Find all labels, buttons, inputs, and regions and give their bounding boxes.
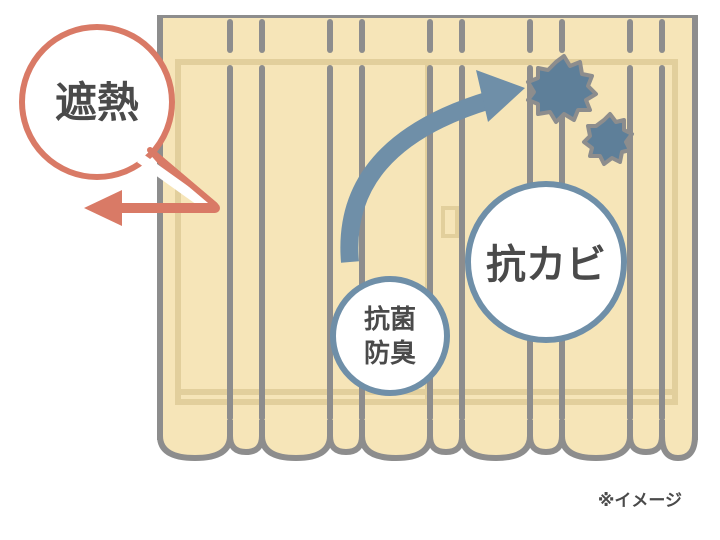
antibacterial-badge: 抗菌 防臭 xyxy=(330,276,450,396)
heat-shield-badge: 遮熱 xyxy=(19,24,218,213)
heat-arrow-icon xyxy=(84,190,220,226)
antibacterial-label-line2: 防臭 xyxy=(364,339,416,369)
curved-arrow-icon xyxy=(340,70,525,263)
heat-shield-label: 遮熱 xyxy=(55,78,139,127)
antibacterial-label-line1: 抗菌 xyxy=(364,304,416,335)
anti-mold-label: 抗カビ xyxy=(486,242,606,288)
image-note: ※イメージ xyxy=(597,491,682,511)
window-handle xyxy=(441,206,459,238)
mold-spot-icon xyxy=(526,54,634,166)
anti-mold-badge: 抗カビ xyxy=(465,181,627,343)
